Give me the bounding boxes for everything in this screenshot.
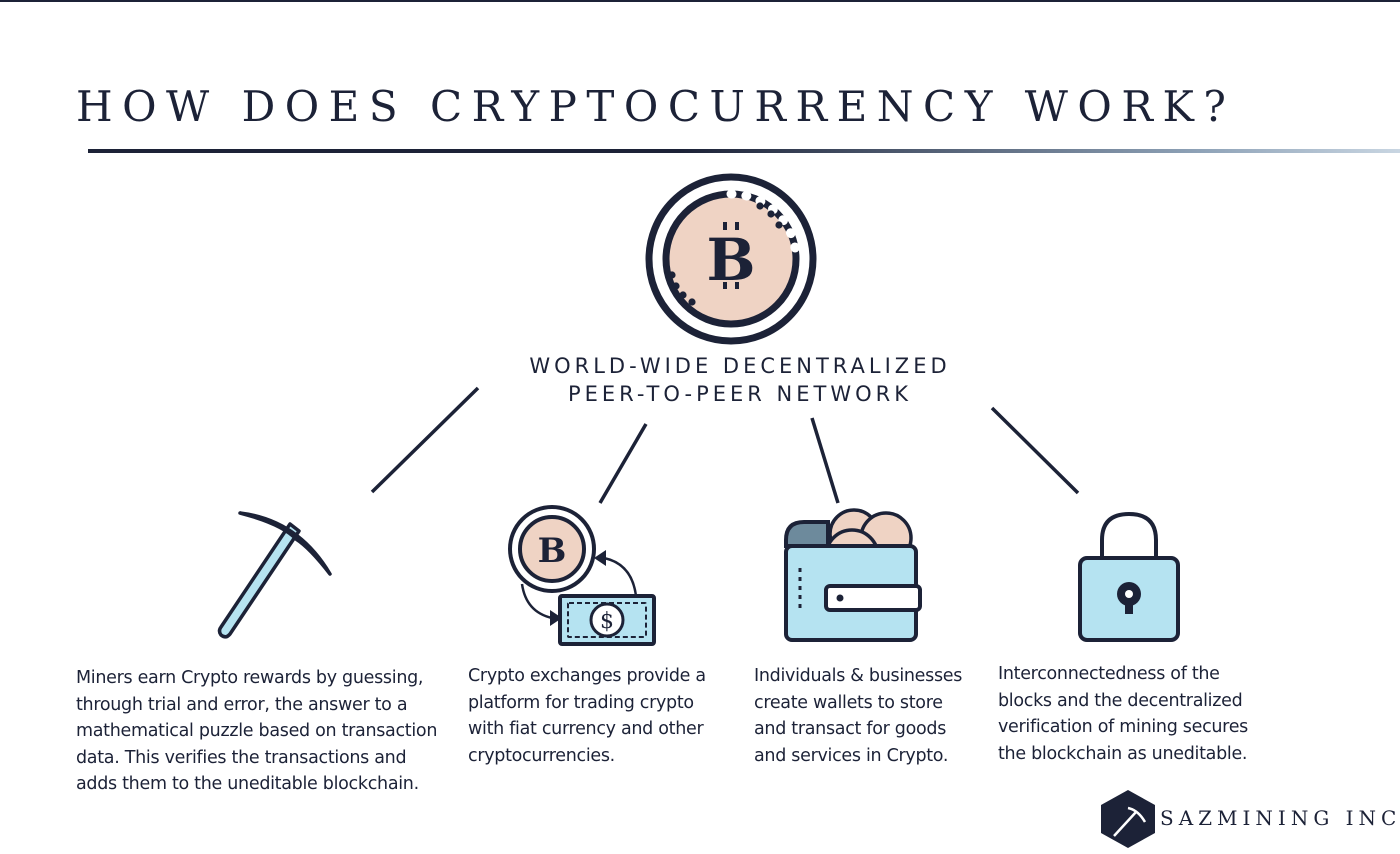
exchange-coin-symbol: B <box>538 531 567 571</box>
description-line: and transact for goods <box>754 719 947 739</box>
network-label: WORLD-WIDE DECENTRALIZED PEER-TO-PEER NE… <box>440 352 1040 408</box>
brand-name: SAZMINING INC. <box>1160 806 1400 830</box>
connector-line-mining <box>370 386 480 494</box>
connector-line-security <box>990 406 1080 495</box>
page-title: HOW DOES CRYPTOCURRENCY WORK? <box>76 82 1236 131</box>
network-label-line: PEER-TO-PEER NETWORK <box>567 382 913 406</box>
pickaxe-icon <box>217 511 332 639</box>
exchange-icon: B $ <box>508 505 656 646</box>
description-line: platform for trading crypto <box>468 692 694 713</box>
description-line: with fiat currency and other <box>468 719 704 739</box>
description-line: data. This verifies the transactions and <box>76 747 407 768</box>
description-line: Interconnectedness of the <box>998 664 1220 684</box>
exchange-description: Crypto exchanges provide a platform for … <box>468 663 706 769</box>
description-line: mathematical puzzle based on transaction <box>76 721 438 741</box>
wallet-icon <box>784 508 922 642</box>
description-line: blocks and the decentralized <box>998 690 1243 711</box>
description-line: Crypto exchanges provide a <box>468 666 706 686</box>
connector-line-wallet <box>810 417 840 504</box>
description-line: create wallets to store <box>754 692 943 713</box>
security-description: Interconnectedness of the blocks and the… <box>998 661 1248 767</box>
exchange-bill-symbol: $ <box>600 609 614 634</box>
description-line: adds them to the uneditable blockchain. <box>76 774 419 794</box>
description-line: verification of mining secures <box>998 717 1248 737</box>
hexagon-pickaxe-logo-icon <box>1101 790 1155 848</box>
description-line: Miners earn Crypto rewards by guessing, <box>76 668 424 688</box>
network-label-line: WORLD-WIDE DECENTRALIZED <box>529 354 951 378</box>
mining-description: Miners earn Crypto rewards by guessing, … <box>76 665 437 798</box>
title-underline <box>88 149 1400 153</box>
description-line: and services in Crypto. <box>754 745 949 766</box>
top-border-line <box>0 0 1400 2</box>
connector-line-exchange <box>598 423 648 504</box>
description-line: cryptocurrencies. <box>468 745 615 766</box>
description-line: Individuals & businesses <box>754 666 963 686</box>
padlock-icon <box>1078 511 1180 642</box>
description-line: the blockchain as uneditable. <box>998 743 1248 764</box>
bitcoin-symbol: B <box>706 226 755 294</box>
wallet-description: Individuals & businesses create wallets … <box>754 663 962 769</box>
description-line: through trial and error, the answer to a <box>76 694 408 715</box>
bitcoin-coin-icon: B <box>645 173 817 345</box>
